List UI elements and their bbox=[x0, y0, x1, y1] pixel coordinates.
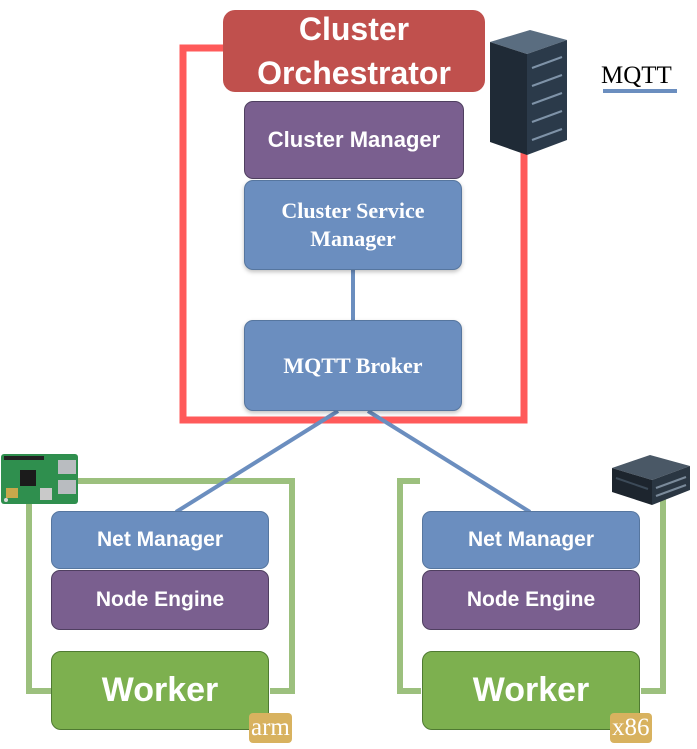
orchestrator-title-line2: Orchestrator bbox=[257, 55, 451, 91]
broker-x86-link bbox=[366, 409, 532, 514]
mqtt-legend-label: MQTT bbox=[601, 62, 672, 89]
broker-arm-link bbox=[174, 409, 340, 514]
worker-x86: Worker bbox=[422, 651, 640, 730]
cluster-orchestrator-title: Cluster Orchestrator bbox=[223, 10, 485, 92]
worker-boundary-x86 bbox=[397, 478, 666, 694]
net-manager-x86: Net Manager bbox=[422, 511, 640, 569]
rack-server-icon bbox=[612, 455, 690, 505]
arch-badge-arm: arm bbox=[249, 713, 292, 743]
cluster-manager-box: Cluster Manager bbox=[244, 101, 464, 179]
arch-badge-x86: x86 bbox=[610, 713, 652, 743]
server-tower-icon bbox=[490, 30, 567, 155]
cluster-service-manager-box: Cluster Service Manager bbox=[244, 180, 462, 270]
node-engine-x86: Node Engine bbox=[422, 570, 640, 630]
node-engine-arm: Node Engine bbox=[51, 570, 269, 630]
raspberry-pi-board-icon bbox=[1, 454, 78, 504]
cluster-boundary bbox=[179, 44, 528, 424]
service-manager-line2: Manager bbox=[310, 226, 396, 251]
worker-boundary-arm bbox=[26, 478, 295, 694]
mqtt-legend-line bbox=[603, 89, 677, 93]
service-manager-line1: Cluster Service bbox=[281, 198, 425, 223]
mqtt-broker-box: MQTT Broker bbox=[244, 320, 462, 411]
orchestrator-title-line1: Cluster bbox=[298, 11, 410, 47]
worker-arm: Worker bbox=[51, 651, 269, 730]
net-manager-arm: Net Manager bbox=[51, 511, 269, 569]
